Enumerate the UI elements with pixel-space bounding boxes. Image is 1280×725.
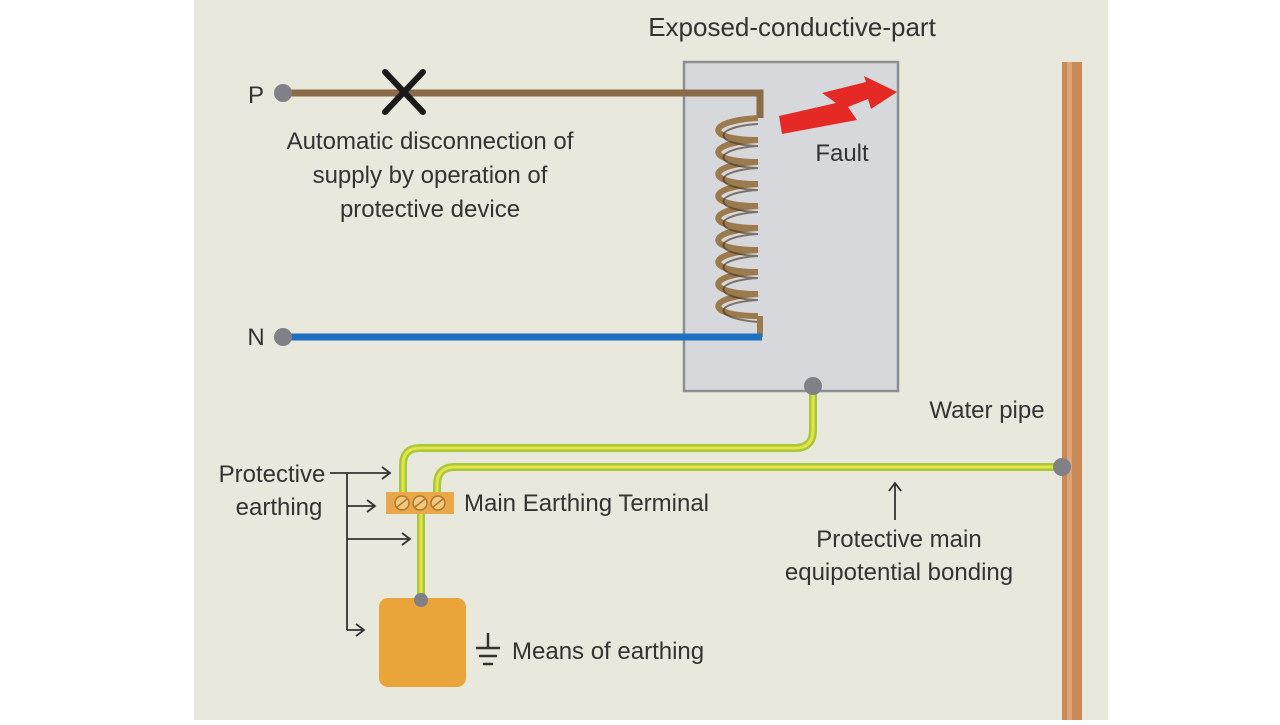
protective-earthing-label-line1: Protective [219, 461, 326, 488]
phase-label: P [248, 82, 264, 109]
phase-conductor [283, 89, 764, 118]
bonding-label-line2: equipotential bonding [785, 559, 1013, 586]
bonding-conductor-to-water-pipe [433, 463, 1062, 500]
water-pipe-label: Water pipe [929, 397, 1044, 424]
exposed-part-label: Exposed-conductive-part [648, 12, 936, 42]
means-of-earthing-label: Means of earthing [512, 638, 704, 665]
neutral-terminal [274, 328, 292, 346]
enclosure-earth-node [804, 377, 822, 395]
protective-earthing-arrows [330, 466, 412, 637]
electrode-node [414, 593, 428, 607]
terminal-screw-slots [396, 498, 444, 508]
coil [715, 115, 759, 319]
protective-earthing-label-line2: earthing [236, 494, 323, 521]
disconnection-label-line3: protective device [340, 196, 520, 223]
protective-conductor-to-enclosure [399, 387, 817, 500]
fault-lightning-icon [779, 76, 897, 134]
coil-shadow [722, 123, 759, 323]
disconnection-label-line1: Automatic disconnection of [287, 128, 574, 155]
fault-label: Fault [815, 140, 869, 167]
bonding-label-line1: Protective main [816, 526, 981, 553]
phase-terminal [274, 84, 292, 102]
neutral-label: N [247, 324, 264, 351]
main-earthing-terminal-label: Main Earthing Terminal [464, 490, 709, 517]
water-pipe-highlight [1067, 62, 1072, 720]
water-pipe-bond-node [1053, 458, 1071, 476]
disconnect-cross-icon [382, 69, 426, 115]
earth-electrode [379, 598, 466, 687]
bonding-arrow [888, 481, 902, 520]
exposed-conductive-part-enclosure [682, 60, 900, 393]
diagram-background [194, 0, 1108, 720]
disconnection-label-line2: supply by operation of [313, 162, 548, 189]
earth-symbol-icon [476, 633, 500, 666]
